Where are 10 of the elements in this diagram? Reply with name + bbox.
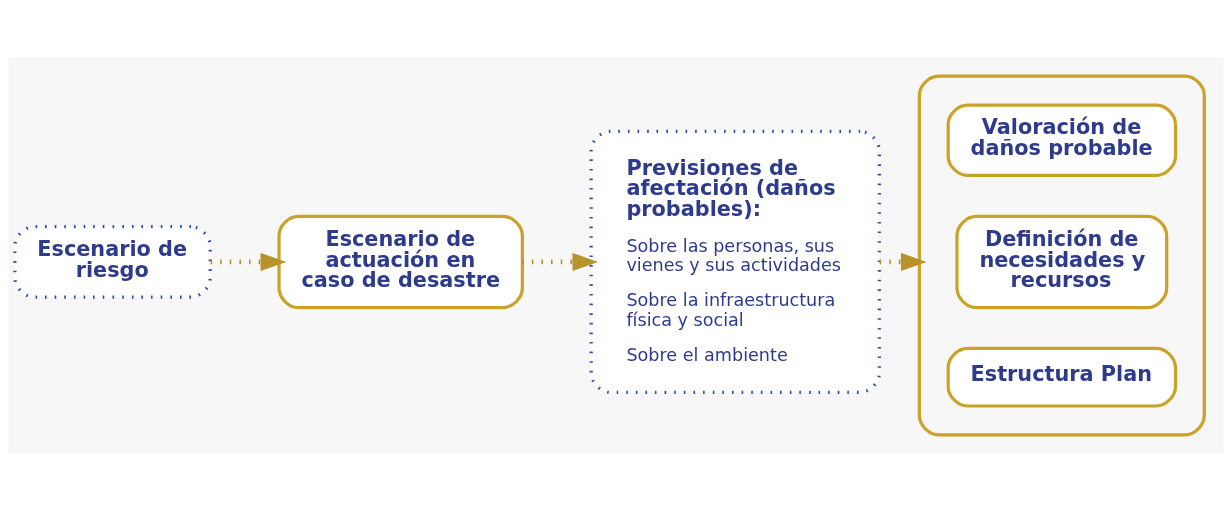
node-box: Previsiones de afectación (daños probables): Sobre las personas, sus vienes y sus actividades Sobre la infraestructura física y social Sobre el ambiente: [589, 129, 881, 394]
arrow: [522, 252, 599, 271]
node-box: Valoración de daños probable: [946, 102, 1178, 177]
node-box: Escenario de riesgo: [13, 224, 212, 299]
arrow: [879, 252, 927, 271]
node-box: Estructura Plan: [946, 346, 1178, 408]
cluster: [917, 74, 1206, 436]
arrow: [210, 252, 287, 271]
node-box: Definición de necesidades y recursos: [955, 214, 1169, 309]
node-box: Escenario de actuación en caso de desastre: [277, 214, 524, 309]
